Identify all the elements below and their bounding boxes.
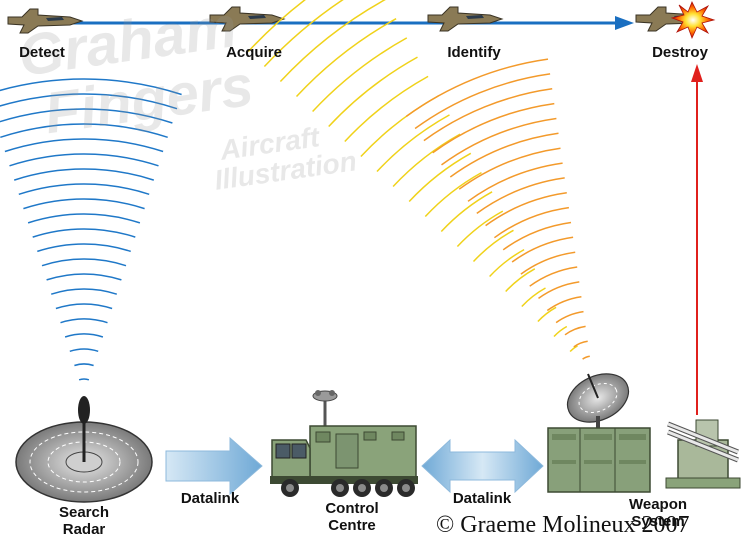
stage-label-detect: Detect xyxy=(19,44,65,61)
missile-launcher xyxy=(665,419,741,489)
identify-wave-15 xyxy=(449,132,559,178)
identify-wave-17 xyxy=(432,102,555,154)
search-wave-15 xyxy=(9,153,159,167)
identify-wave-18 xyxy=(423,88,553,142)
acquire-radar-waves xyxy=(247,0,578,353)
identify-wave-11 xyxy=(485,192,567,227)
datalink-arrow-2 xyxy=(421,438,544,494)
search-wave-19 xyxy=(0,93,178,110)
identify-wave-5 xyxy=(538,281,580,300)
identify-wave-20 xyxy=(405,58,549,118)
search-radar-dish xyxy=(15,396,153,503)
acquire-wave-11 xyxy=(392,133,461,188)
search-wave-2 xyxy=(69,348,99,353)
identify-wave-14 xyxy=(458,147,561,190)
stage-label-destroy: Destroy xyxy=(652,44,708,61)
search-wave-12 xyxy=(23,198,145,210)
stage-label-acquire: Acquire xyxy=(226,44,282,61)
acquire-wave-12 xyxy=(376,114,450,173)
control-centre-truck xyxy=(270,390,418,497)
acquire-wave-2 xyxy=(537,306,557,323)
search-wave-7 xyxy=(46,273,122,281)
search-wave-3 xyxy=(64,333,104,338)
aircraft-detect xyxy=(7,8,84,34)
identify-wave-8 xyxy=(511,236,574,263)
label-control-centre: Control Centre xyxy=(325,500,379,534)
label-weapon-system: Weapon System xyxy=(628,496,688,530)
acquire-wave-5 xyxy=(489,248,525,278)
identify-wave-16 xyxy=(441,117,557,166)
acquire-wave-20 xyxy=(247,0,307,53)
label-datalink-1: Datalink xyxy=(180,490,240,507)
acquire-wave-3 xyxy=(521,287,546,308)
search-radar-waves xyxy=(0,78,182,381)
acquire-wave-19 xyxy=(263,0,344,68)
identify-wave-3 xyxy=(555,310,584,324)
acquire-wave-4 xyxy=(505,268,536,293)
identify-wave-0 xyxy=(582,355,590,360)
acquire-wave-14 xyxy=(344,75,429,143)
identify-wave-4 xyxy=(546,295,582,312)
search-wave-17 xyxy=(0,123,168,139)
copyright-text: © Graeme Molineux 2007 xyxy=(436,512,690,538)
search-wave-16 xyxy=(4,138,164,153)
identify-wave-6 xyxy=(529,266,578,287)
acquire-wave-8 xyxy=(440,191,493,233)
acquire-wave-6 xyxy=(472,229,514,263)
aircraft-identify xyxy=(427,6,504,32)
search-wave-0 xyxy=(78,378,90,381)
acquire-wave-18 xyxy=(279,0,386,83)
fire-control-radar xyxy=(566,373,630,430)
search-wave-1 xyxy=(74,363,94,367)
flight-path xyxy=(20,16,634,30)
identify-wave-12 xyxy=(476,177,565,215)
search-wave-18 xyxy=(0,108,173,124)
identify-wave-13 xyxy=(467,162,563,202)
acquire-wave-9 xyxy=(424,171,482,218)
search-wave-10 xyxy=(32,228,136,238)
label-search-radar: Search Radar xyxy=(58,504,110,538)
identify-radar-waves xyxy=(405,58,590,360)
search-wave-5 xyxy=(55,303,113,310)
identify-wave-2 xyxy=(564,325,586,336)
search-wave-8 xyxy=(41,258,127,267)
acquire-wave-0 xyxy=(569,345,578,353)
explosion-icon xyxy=(670,1,716,40)
acquire-wave-15 xyxy=(328,56,418,128)
identify-wave-9 xyxy=(502,221,572,251)
stage-label-identify: Identify xyxy=(447,44,501,61)
acquire-wave-1 xyxy=(553,325,568,338)
acquire-wave-17 xyxy=(295,18,397,98)
label-datalink-2: Datalink xyxy=(452,490,512,507)
acquire-wave-7 xyxy=(456,210,504,248)
search-wave-9 xyxy=(37,243,131,253)
identify-wave-19 xyxy=(414,73,551,130)
identify-wave-7 xyxy=(520,251,576,275)
identify-wave-1 xyxy=(573,340,588,348)
acquire-wave-13 xyxy=(360,94,440,158)
identify-wave-10 xyxy=(493,206,570,239)
datalink-arrow-1 xyxy=(165,436,263,496)
search-wave-11 xyxy=(27,213,141,224)
acquire-wave-10 xyxy=(408,152,472,203)
guidance-beam xyxy=(691,64,703,415)
search-wave-14 xyxy=(13,168,155,181)
search-wave-4 xyxy=(60,318,108,324)
search-wave-20 xyxy=(0,78,182,96)
acquire-wave-16 xyxy=(312,37,408,113)
aircraft-acquire xyxy=(209,6,286,32)
search-wave-6 xyxy=(50,288,118,295)
search-wave-13 xyxy=(18,183,150,196)
weapon-system-cabinet xyxy=(547,427,651,493)
